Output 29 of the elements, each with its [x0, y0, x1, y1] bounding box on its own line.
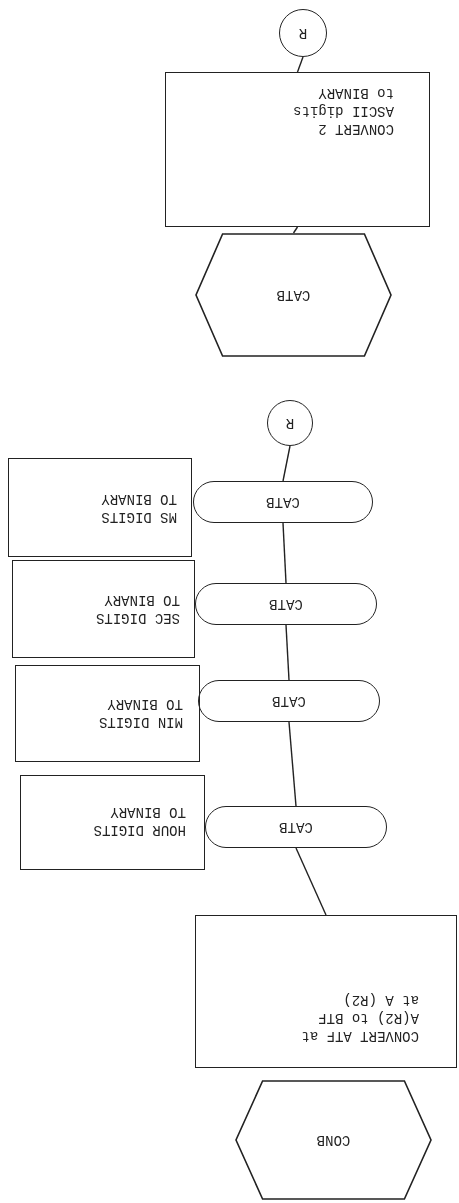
node-label: CATB — [276, 286, 311, 305]
process-box — [8, 458, 192, 557]
node-label: CATB — [266, 493, 300, 512]
terminal-hexagon — [235, 1080, 432, 1200]
node-label: MS DIGITS TO BINARY — [100, 489, 177, 526]
node-label: R — [298, 24, 308, 43]
process-box — [195, 915, 457, 1068]
connector-line — [292, 226, 299, 234]
node-label: CATB — [279, 818, 313, 837]
node-label: CONVERT ATF at A(R2) to BTF at A (R2) — [300, 990, 419, 1045]
node-label: R — [285, 414, 295, 433]
connector-line — [282, 522, 287, 584]
node-label: MIN DIGITS TO BINARY — [98, 694, 183, 731]
connector-line — [295, 847, 327, 916]
process-box — [15, 665, 200, 762]
connector-line — [296, 56, 304, 73]
connector-line — [288, 721, 297, 807]
process-box — [165, 72, 430, 227]
process-box — [12, 560, 195, 658]
connector-line — [282, 445, 291, 482]
node-label: SEC DIGITS TO BINARY — [95, 590, 180, 627]
node-label: HOUR DIGITS TO BINARY — [92, 802, 186, 839]
node-label: CONVERT 2 ASCII digits to BINARY — [292, 83, 394, 138]
node-label: CONB — [316, 1131, 351, 1150]
node-label: CATB — [269, 595, 303, 614]
process-box — [20, 775, 205, 870]
terminal-hexagon — [195, 233, 392, 357]
node-label: CATB — [272, 692, 306, 711]
connector-line — [285, 624, 290, 681]
